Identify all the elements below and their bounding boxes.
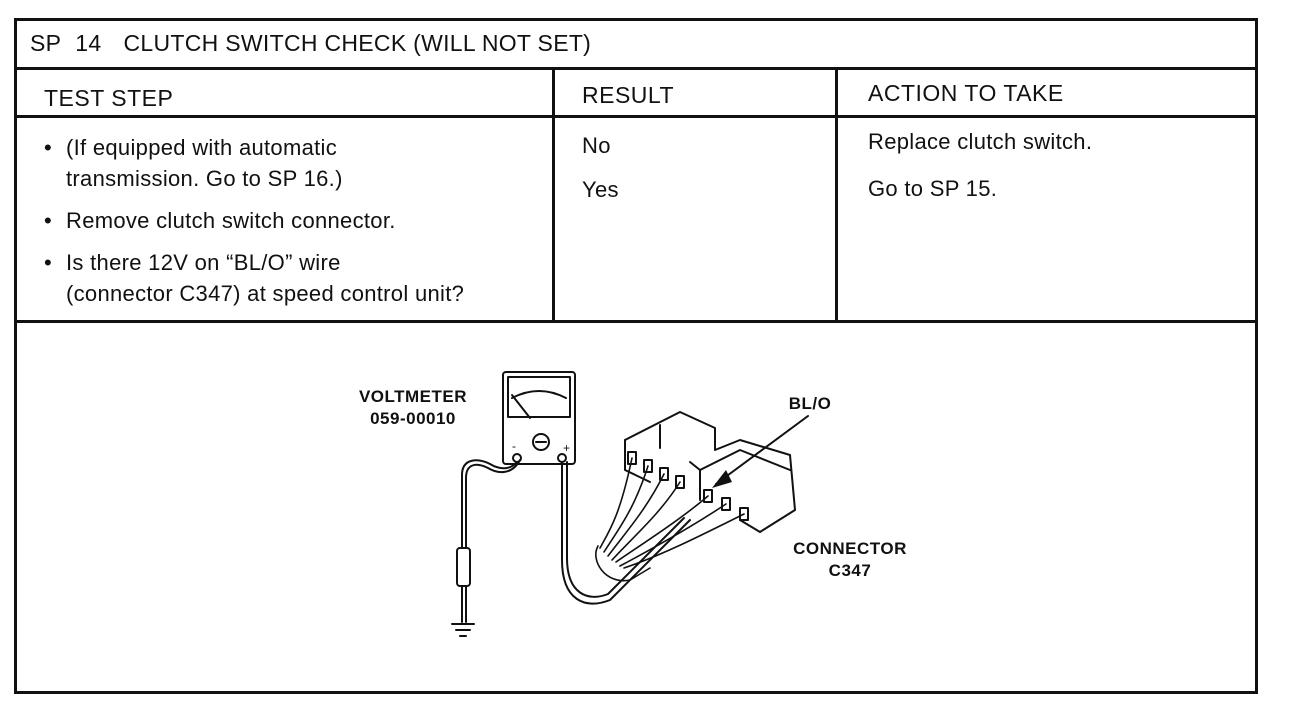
header-test-step: TEST STEP (44, 85, 174, 111)
voltmeter-part-number: 059-00010 (370, 409, 456, 428)
test-step-list: • (If equipped with automatic transmissi… (38, 132, 548, 309)
meter-plus-terminal: + (563, 441, 570, 455)
test-step-item: • (If equipped with automatic transmissi… (38, 132, 548, 194)
bl-o-pointer-arrow (715, 415, 809, 485)
test-step-line: Remove clutch switch connector. (66, 208, 396, 233)
action-replace-switch: Replace clutch switch. (868, 129, 1093, 154)
connector-label: CONNECTOR C347 (770, 538, 930, 582)
sheet-title: SP 14 CLUTCH SWITCH CHECK (WILL NOT SET) (30, 30, 591, 57)
sheet-title-text: CLUTCH SWITCH CHECK (WILL NOT SET) (123, 30, 592, 56)
sheet-code: SP (30, 30, 62, 56)
connector-id: C347 (828, 561, 872, 580)
bullet-glyph: • (43, 250, 52, 275)
header-divider (14, 115, 1258, 118)
test-step-item: • Is there 12V on “BL/O” wire (connector… (38, 247, 548, 309)
bullet-glyph: • (43, 135, 52, 160)
test-step-item: • Remove clutch switch connector. (38, 205, 548, 236)
voltmeter-name: VOLTMETER (358, 387, 468, 406)
ground-icon (451, 623, 475, 637)
voltmeter-icon (502, 371, 576, 465)
result-yes: Yes (582, 177, 619, 202)
meter-minus-terminal: - (512, 439, 516, 453)
header-action: ACTION TO TAKE (868, 80, 1064, 106)
voltmeter-label: VOLTMETER 059-00010 (340, 386, 486, 430)
test-step-line: (If equipped with automatic (66, 135, 338, 160)
header-result: RESULT (582, 82, 675, 108)
wire-bundle (595, 457, 745, 582)
test-step-line: transmission. Go to SP 16.) (66, 166, 343, 191)
action-go-to-sp15: Go to SP 15. (868, 176, 998, 201)
negative-test-lead (456, 459, 521, 623)
procedure-sheet (14, 18, 1258, 694)
sheet-number: 14 (75, 30, 102, 56)
positive-test-lead (561, 461, 691, 605)
test-step-line: Is there 12V on “BL/O” wire (66, 250, 341, 275)
arrow-head-icon (712, 470, 732, 488)
bullet-glyph: • (43, 208, 52, 233)
test-step-line: (connector C347) at speed control unit? (66, 281, 465, 306)
connector-name: CONNECTOR (793, 539, 907, 558)
wire-label: BL/O (788, 394, 832, 413)
title-divider (14, 67, 1258, 70)
result-no: No (582, 133, 611, 158)
connector-c347-icon (624, 411, 796, 533)
table-bottom-divider (14, 320, 1258, 323)
column-divider-result (552, 67, 555, 323)
column-divider-action (835, 67, 838, 323)
